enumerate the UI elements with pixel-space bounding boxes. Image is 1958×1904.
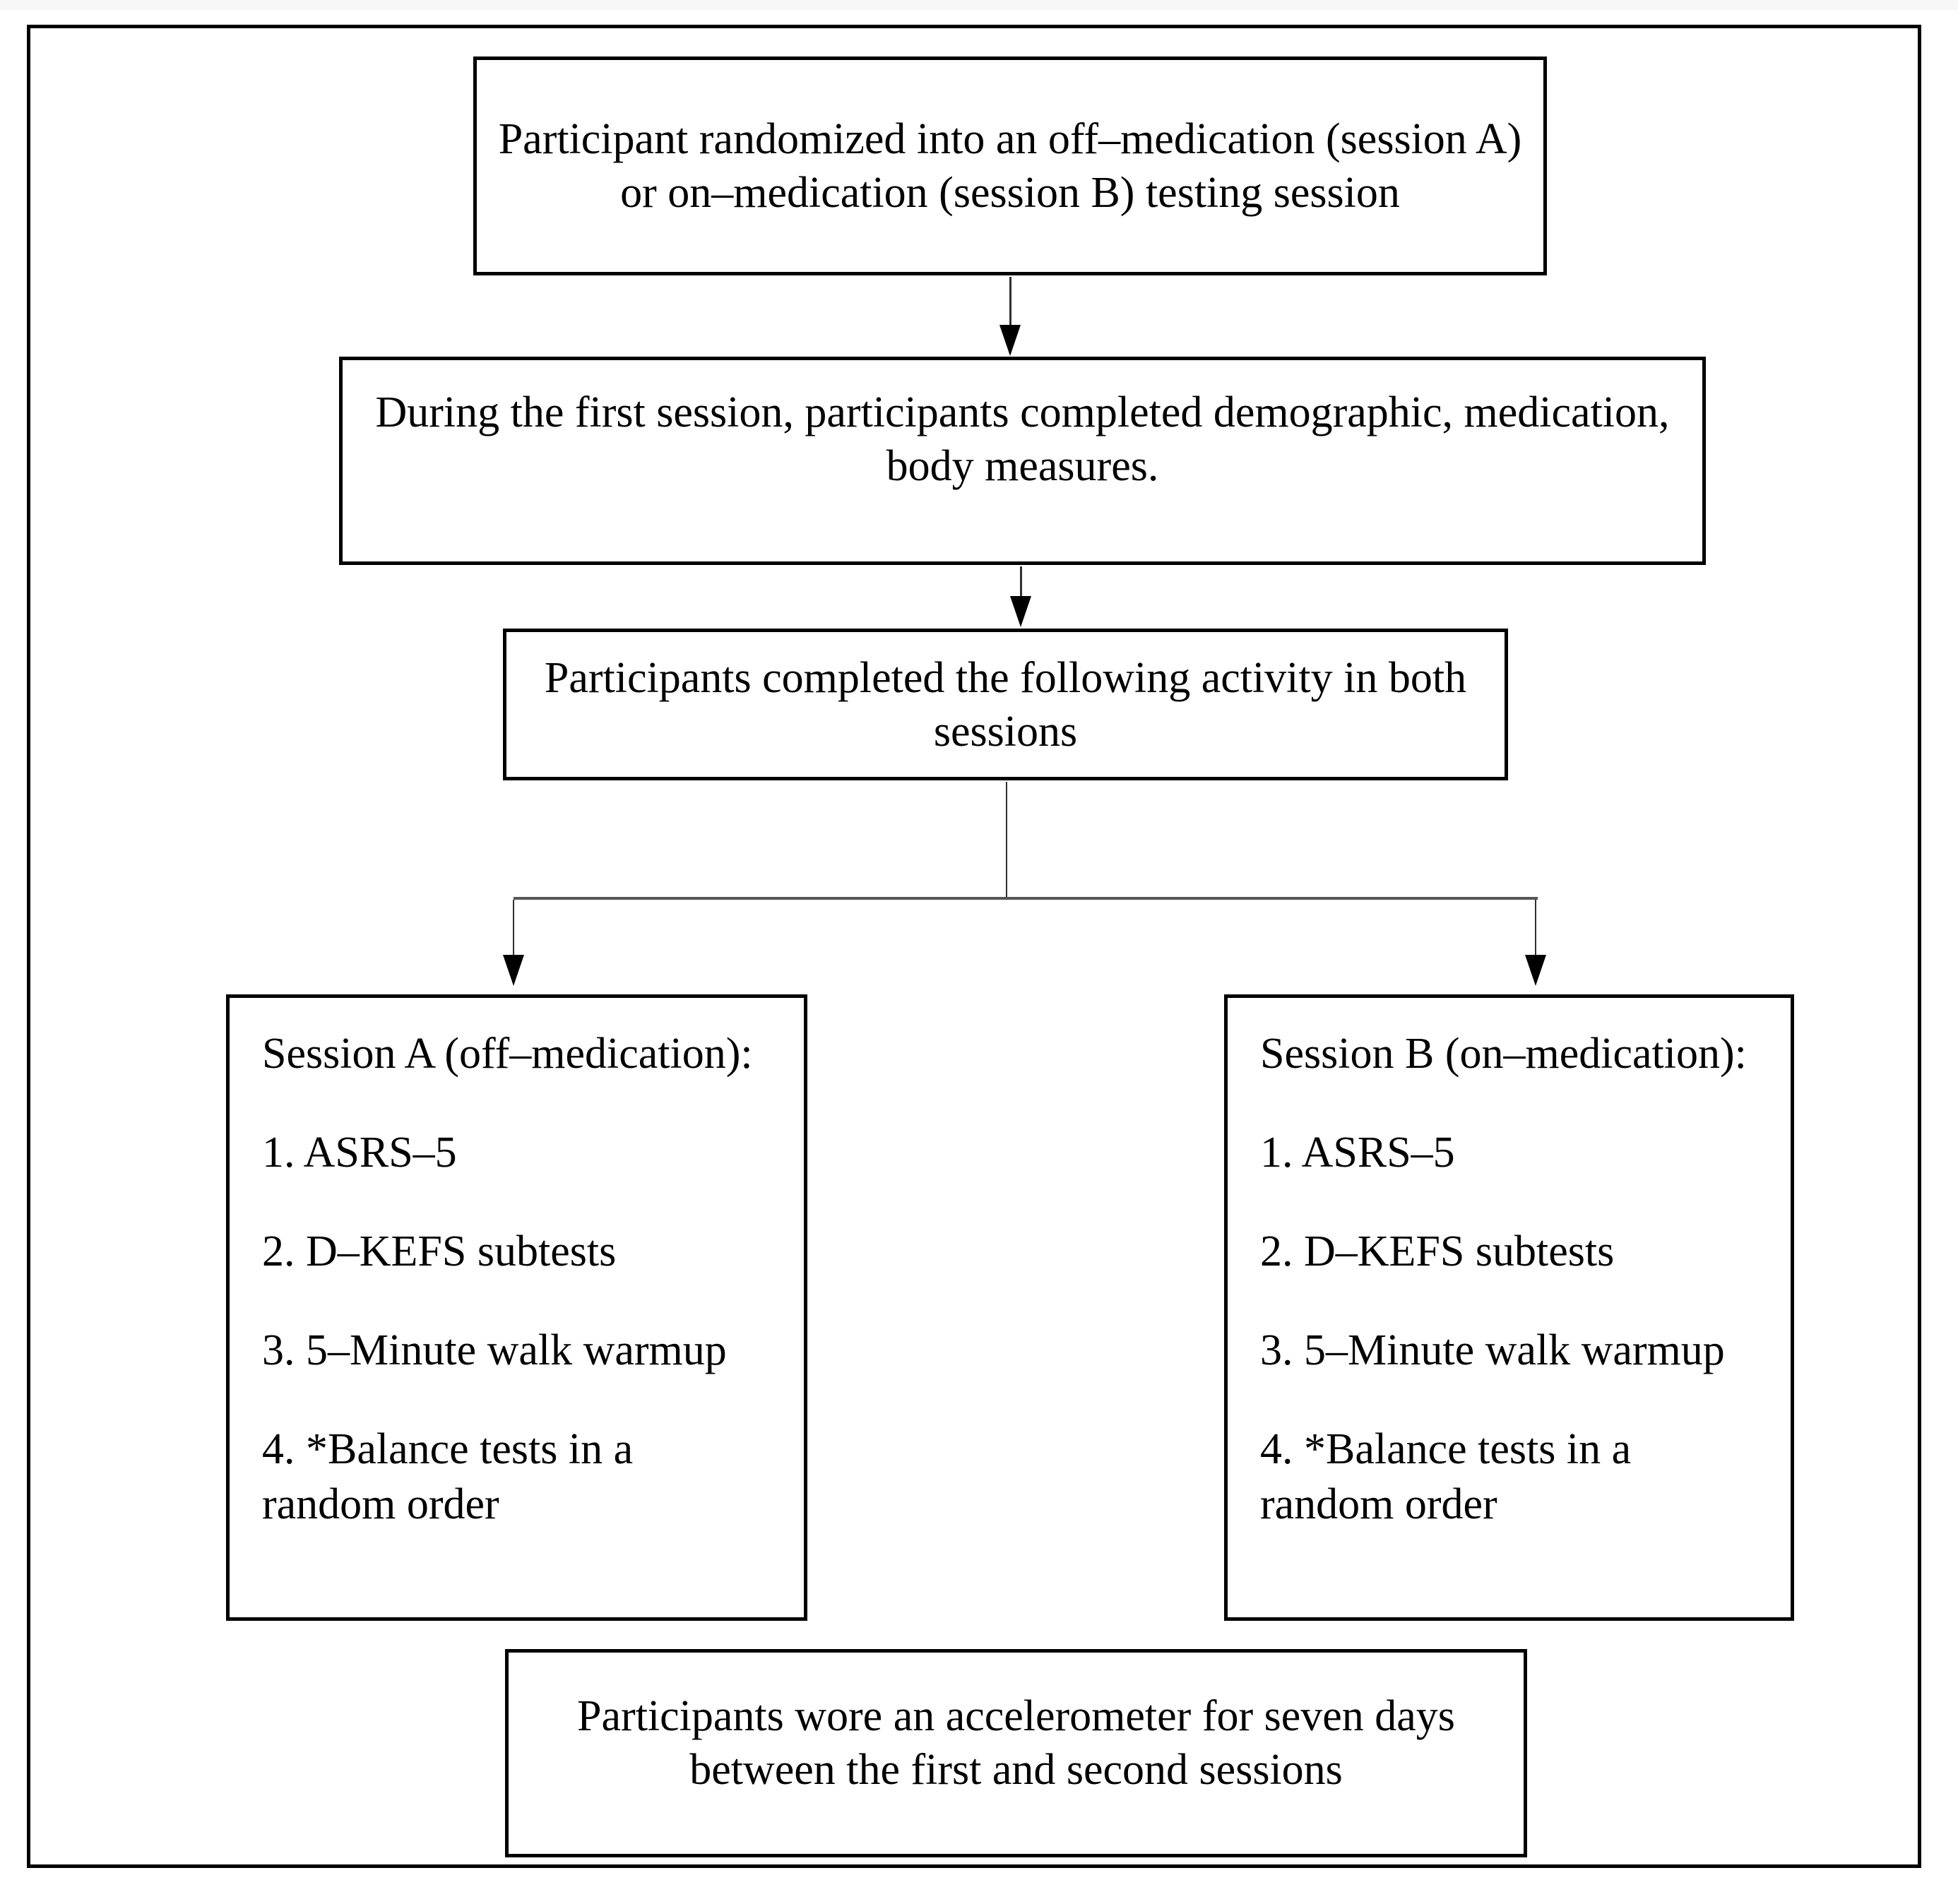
arrow-line-1 [1009, 277, 1011, 329]
session-a-item-3: 3. 5–Minute walk warmup [262, 1326, 727, 1374]
session-a-item-1: 1. ASRS–5 [262, 1129, 457, 1177]
arrow-down-icon [1010, 596, 1031, 627]
arrow-line-2 [1020, 566, 1022, 599]
flow-box-accelerometer-text: Participants wore an accelerometer for s… [577, 1692, 1455, 1794]
session-b-item-2: 2. D–KEFS subtests [1260, 1227, 1615, 1275]
flow-box-session-a: Session A (off–medication): 1. ASRS–5 2.… [226, 994, 807, 1621]
figure-outer-border [27, 25, 1921, 1868]
arrow-down-icon [1525, 955, 1546, 986]
flow-box-first-session: During the first session, participants c… [339, 357, 1706, 565]
session-b-item-4: 4. *Balance tests in a random order [1260, 1425, 1632, 1528]
flow-box-randomization: Participant randomized into an off–medic… [473, 56, 1547, 275]
arrow-down-icon [999, 325, 1021, 356]
flow-box-both-sessions-text: Participants completed the following act… [544, 653, 1467, 756]
session-a-title: Session A (off–medication): [262, 1030, 753, 1078]
session-b-item-3: 3. 5–Minute walk warmup [1260, 1326, 1725, 1374]
branch-horizontal-line [514, 897, 1538, 900]
flow-box-session-b: Session B (on–medication): 1. ASRS–5 2. … [1224, 994, 1794, 1621]
session-b-title: Session B (on–medication): [1260, 1030, 1747, 1078]
session-a-item-2: 2. D–KEFS subtests [262, 1227, 617, 1275]
page-top-strip [0, 0, 1958, 10]
session-a-item-4: 4. *Balance tests in a random order [262, 1425, 634, 1528]
arrow-down-icon [503, 955, 524, 986]
flow-box-randomization-text: Participant randomized into an off–medic… [498, 115, 1522, 217]
flow-box-both-sessions: Participants completed the following act… [503, 629, 1508, 780]
branch-right-line [1535, 900, 1536, 959]
branch-stem-line [1006, 782, 1007, 899]
session-b-item-1: 1. ASRS–5 [1260, 1129, 1455, 1177]
flow-box-first-session-text: During the first session, participants c… [375, 388, 1670, 490]
flow-box-accelerometer: Participants wore an accelerometer for s… [505, 1649, 1527, 1857]
branch-left-line [513, 900, 514, 959]
